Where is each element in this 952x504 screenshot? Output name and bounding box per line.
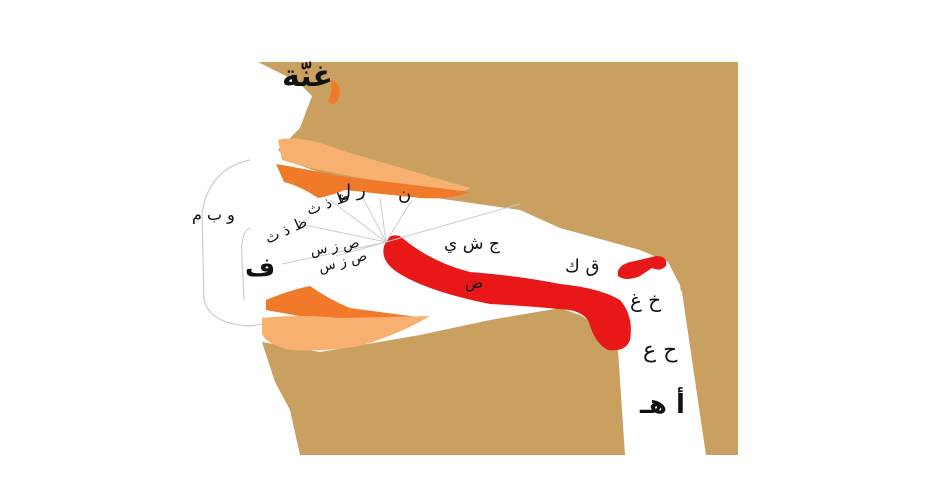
label-nun: ن: [398, 184, 412, 205]
label-khaa-ghain: خ غ: [630, 288, 662, 312]
label-haa-ain: ح ع: [643, 338, 678, 363]
lower-lip-upper: [266, 286, 425, 322]
label-nasal: غنّة: [282, 59, 333, 94]
guide-line: [379, 197, 387, 243]
label-lam: ل: [338, 181, 352, 202]
guide-line: [385, 203, 521, 243]
label-hamza-ha: أ هـ: [640, 390, 685, 420]
lower-jaw-shape: [262, 308, 625, 455]
label-lips: و ب م: [192, 205, 235, 224]
mouth-outline: [201, 159, 263, 327]
tongue: [383, 235, 631, 351]
guide-line: [361, 195, 387, 243]
label-qaf-kaf: ق ك: [565, 256, 600, 277]
upper-lip-lower: [276, 164, 470, 199]
pharynx-channel: [628, 262, 706, 455]
guide-line: [299, 223, 387, 243]
guide-line: [329, 199, 387, 243]
lower-lip-light: [262, 316, 430, 351]
articulation-guide-lines: [281, 195, 521, 265]
label-dad: ض: [465, 274, 484, 292]
guide-line: [385, 199, 413, 243]
guide-line: [335, 241, 387, 257]
label-fa: ف: [245, 253, 276, 283]
label-ra: ر: [357, 180, 366, 201]
nostril-mark: [328, 80, 340, 104]
upper-head-shape: [258, 62, 738, 455]
guide-line: [281, 241, 387, 265]
upper-lip: [278, 138, 470, 193]
label-jim-shin-ya: ج ش ي: [444, 234, 500, 254]
uvula: [617, 256, 667, 279]
